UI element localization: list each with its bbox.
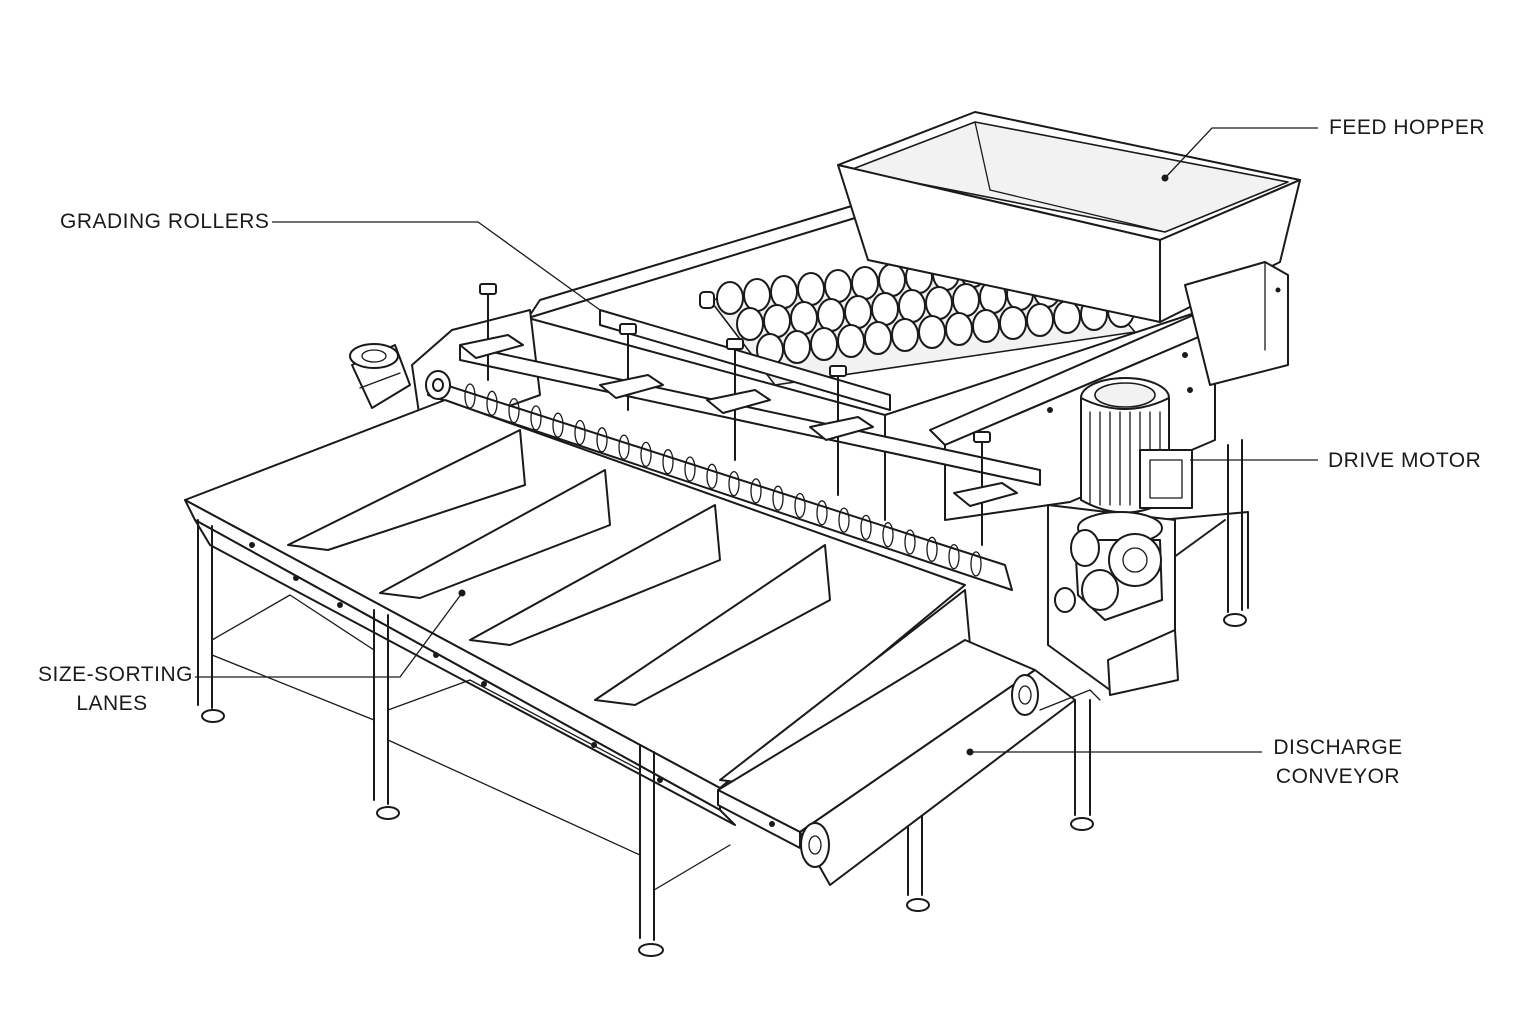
- roller-bump: [736, 307, 764, 341]
- screw-knob: [619, 323, 637, 335]
- support-legs: [197, 519, 1094, 957]
- label-discharge-line1: DISCHARGE: [1273, 736, 1403, 759]
- screw-bracket: [953, 482, 1018, 507]
- shaft-ring: [684, 456, 696, 482]
- screw-bracket: [459, 334, 524, 359]
- roller-bump: [837, 324, 865, 358]
- roller-bump: [945, 312, 973, 346]
- label-size-sorting-lanes: SIZE-SORTING LANES: [38, 660, 193, 718]
- shaft-ring: [618, 434, 630, 460]
- lane-divider: [469, 504, 721, 646]
- label-feed-hopper-text: FEED HOPPER: [1329, 116, 1486, 139]
- screw-bracket: [809, 416, 874, 441]
- roller-bump: [871, 292, 899, 326]
- shaft-ring: [574, 419, 586, 446]
- roller-bump: [898, 289, 926, 323]
- roller-bump: [851, 266, 879, 300]
- roller-bump: [797, 272, 825, 306]
- shaft-ring: [970, 551, 982, 577]
- roller-bump: [925, 286, 953, 320]
- shaft-ring: [486, 390, 498, 416]
- screw-knob: [973, 431, 991, 443]
- lane-divider: [287, 429, 526, 551]
- roller-bump: [972, 309, 1000, 343]
- label-grading-rollers-text: GRADING ROLLERS: [60, 210, 270, 233]
- drive-motor: [1047, 377, 1193, 696]
- roller-bump: [999, 306, 1027, 340]
- label-drive-motor: DRIVE MOTOR: [1328, 446, 1481, 475]
- shaft-ring: [706, 463, 718, 489]
- roller-bump: [716, 281, 744, 315]
- shaft-ring: [860, 514, 872, 541]
- roller-bump: [743, 278, 771, 312]
- shaft-ring: [508, 397, 520, 424]
- shaft-ring: [596, 427, 608, 453]
- label-size-sorting-line2: LANES: [76, 692, 148, 715]
- shaft-ring: [552, 412, 564, 438]
- screw-knob: [726, 338, 744, 350]
- roller-bump: [891, 318, 919, 352]
- lane-dividers: [287, 429, 971, 786]
- shaft-ring: [926, 536, 938, 562]
- label-drive-motor-text: DRIVE MOTOR: [1328, 449, 1482, 472]
- lane-divider: [594, 544, 831, 706]
- shaft-ring: [882, 522, 894, 548]
- shaft-ring: [772, 485, 784, 511]
- label-feed-hopper: FEED HOPPER: [1329, 113, 1485, 142]
- discharge-conveyor: [717, 639, 1101, 886]
- shaft-ring: [530, 405, 542, 431]
- label-discharge-conveyor: DISCHARGE CONVEYOR: [1268, 733, 1408, 791]
- shaft-ring: [662, 449, 674, 475]
- roller-bump: [1053, 300, 1081, 334]
- shaft-ring: [838, 507, 850, 533]
- lane-divider: [379, 469, 611, 599]
- label-size-sorting-line1: SIZE-SORTING: [38, 663, 193, 686]
- roller-bump: [817, 298, 845, 332]
- roller-bump: [824, 269, 852, 303]
- shaft-ring: [640, 441, 652, 468]
- label-discharge-line2: CONVEYOR: [1275, 765, 1401, 788]
- label-grading-rollers: GRADING ROLLERS: [60, 207, 269, 236]
- shaft-ring: [948, 543, 960, 570]
- leader-feed-hopper: [1164, 127, 1318, 179]
- roller-bump: [878, 263, 906, 297]
- roller-bump: [952, 283, 980, 317]
- screw-knob: [479, 283, 497, 295]
- roller-bump: [810, 327, 838, 361]
- roller-bump: [763, 304, 791, 338]
- adjusting-screws: [459, 283, 1018, 546]
- roller-bump: [1026, 303, 1054, 337]
- roller-bump: [864, 321, 892, 355]
- adjustment-assembly: [459, 283, 1041, 546]
- shaft-rings: [464, 383, 982, 577]
- leader-lines: [195, 127, 1318, 756]
- roller-bump: [918, 315, 946, 349]
- drive-shaft: [349, 343, 1013, 591]
- shaft-ring: [816, 500, 828, 526]
- leader-size-sorting-lanes: [195, 592, 463, 678]
- screw-bracket: [706, 389, 771, 414]
- roller-bump: [790, 301, 818, 335]
- roller-bump: [770, 275, 798, 309]
- roller-bump: [783, 330, 811, 364]
- leader-grading-rollers: [272, 221, 601, 311]
- screw-bracket: [599, 374, 664, 399]
- shaft-ring: [750, 478, 762, 504]
- roller-bump: [844, 295, 872, 329]
- screw-knob: [829, 365, 847, 377]
- shaft-ring: [794, 492, 806, 519]
- shaft-ring: [728, 470, 740, 497]
- shaft-ring: [904, 529, 916, 555]
